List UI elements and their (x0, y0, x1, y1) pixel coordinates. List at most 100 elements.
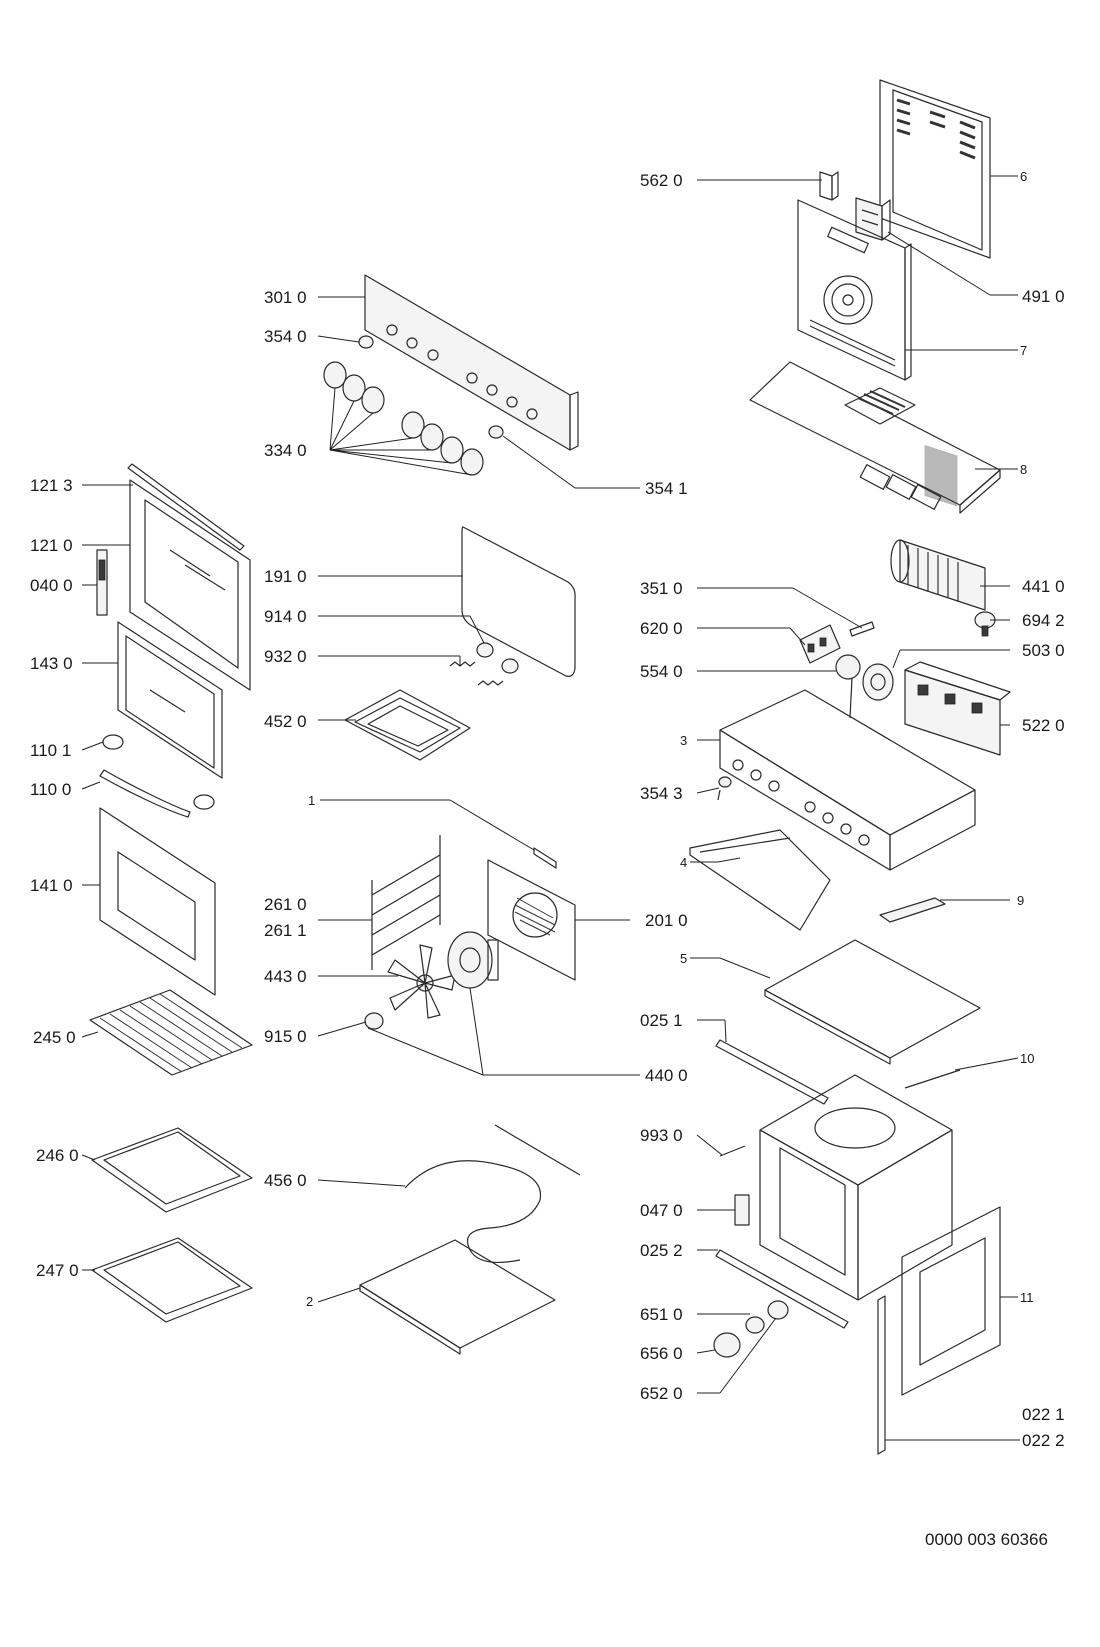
part-sensor (849, 621, 875, 637)
label-1: 1 (308, 793, 315, 808)
label-6520: 652 0 (640, 1384, 683, 1403)
label-4410: 441 0 (1022, 577, 1065, 596)
label-2470: 247 0 (36, 1261, 79, 1280)
label-1430: 143 0 (30, 654, 73, 673)
part-labels: 562 0 6 491 0 7 301 0 354 0 334 0 354 1 … (30, 169, 1065, 1450)
label-3541: 354 1 (645, 479, 688, 498)
label-6560: 656 0 (640, 1344, 683, 1363)
part-bracket-5620 (819, 171, 839, 201)
label-5620: 562 0 (640, 171, 683, 190)
part-fan-cover (487, 859, 576, 981)
label-0400: 040 0 (30, 576, 73, 595)
label-9140: 914 0 (264, 607, 307, 626)
label-9: 9 (1017, 893, 1024, 908)
label-6942: 694 2 (1022, 611, 1065, 630)
label-8: 8 (1020, 462, 1027, 477)
part-lamp-holder (974, 611, 996, 637)
part-bottom-plate (764, 939, 981, 1065)
label-5030: 503 0 (1022, 641, 1065, 660)
part-tangential-fan (890, 539, 986, 611)
label-4560: 456 0 (264, 1171, 307, 1190)
label-2610: 261 0 (264, 895, 307, 914)
label-5: 5 (680, 951, 687, 966)
part-inner-glass (117, 621, 223, 779)
label-4: 4 (680, 855, 687, 870)
part-rear-panel (797, 199, 912, 381)
part-lamp-cover (476, 642, 519, 674)
part-door-handle (99, 769, 191, 818)
part-side-strip (877, 1295, 886, 1455)
part-thermostat-knob (713, 1300, 789, 1358)
label-1210: 121 0 (30, 536, 73, 555)
label-6: 6 (1020, 169, 1027, 184)
label-1410: 141 0 (30, 876, 73, 895)
part-bracket-4 (689, 829, 831, 931)
part-knobs (323, 361, 484, 476)
part-board-9 (879, 897, 946, 923)
label-0470: 047 0 (640, 1201, 683, 1220)
part-screw-3543 (717, 776, 732, 801)
label-7: 7 (1020, 343, 1027, 358)
label-4400: 440 0 (645, 1066, 688, 1085)
part-trim-strip (127, 463, 245, 551)
part-bottom-cover (359, 1239, 556, 1355)
part-control-panel (364, 274, 579, 451)
part-clip (533, 847, 557, 869)
part-bottom-heating-element (404, 1124, 581, 1263)
label-9320: 932 0 (264, 647, 307, 666)
part-door-inner-frame (129, 479, 251, 691)
part-motor (862, 663, 894, 701)
part-baking-tray (91, 1127, 253, 1213)
part-rail-0251 (715, 1039, 829, 1105)
part-door-seal (461, 526, 576, 677)
label-0221: 022 1 (1022, 1405, 1065, 1424)
label-1910: 191 0 (264, 567, 307, 586)
part-roasting-tray (91, 1237, 253, 1323)
part-hinge-receiver (734, 1194, 750, 1226)
label-2010: 201 0 (645, 911, 688, 930)
label-0222: 022 2 (1022, 1431, 1065, 1450)
part-rear-cover-panel (879, 79, 991, 507)
label-4520: 452 0 (264, 712, 307, 731)
part-switch (799, 624, 841, 664)
part-wire-shelf (89, 989, 253, 1076)
part-door-hinge (96, 549, 108, 616)
part-top-plate (749, 361, 1001, 514)
label-3510: 351 0 (640, 579, 683, 598)
part-fan-blade (387, 944, 456, 1019)
part-control-housing (719, 689, 976, 871)
part-front-frame (901, 1206, 1001, 1396)
label-6200: 620 0 (640, 619, 683, 638)
part-strip-10 (904, 1069, 961, 1089)
label-3340: 334 0 (264, 441, 307, 460)
part-button-3540 (358, 335, 374, 349)
label-9150: 915 0 (264, 1027, 307, 1046)
label-2: 2 (306, 1294, 313, 1309)
label-3543: 354 3 (640, 784, 683, 803)
document-reference: 0000 003 60366 (925, 1530, 1048, 1549)
leader-lines (81, 175, 1020, 1441)
part-oven-cavity (759, 1074, 953, 1301)
part-rail-0252 (715, 1249, 849, 1329)
label-1101: 110 1 (30, 741, 71, 760)
label-0252: 025 2 (640, 1241, 683, 1260)
label-5220: 522 0 (1022, 716, 1065, 735)
label-3: 3 (680, 733, 687, 748)
part-outer-glass (99, 807, 216, 996)
label-5540: 554 0 (640, 662, 683, 681)
part-shelf-guides (371, 835, 441, 970)
label-0251: 025 1 (640, 1011, 683, 1030)
part-fan-motor (447, 931, 499, 989)
label-2611: 261 1 (264, 921, 307, 940)
part-springs (449, 661, 504, 686)
label-6510: 651 0 (640, 1305, 683, 1324)
label-1100: 110 0 (30, 780, 71, 799)
part-screw-9930 (719, 1145, 746, 1157)
part-switch-block (904, 661, 1011, 756)
label-4910: 491 0 (1022, 287, 1065, 306)
label-3010: 301 0 (264, 288, 307, 307)
label-2460: 246 0 (36, 1146, 79, 1165)
label-9930: 993 0 (640, 1126, 683, 1145)
part-top-heating-element (344, 689, 471, 761)
